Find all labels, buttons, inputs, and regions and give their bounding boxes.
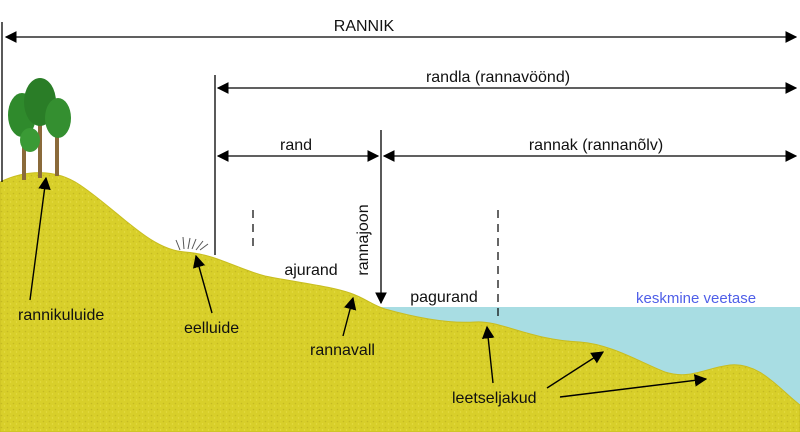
randla-label: randla (rannavöönd): [426, 69, 570, 86]
rannikuluide-arrow: [29, 176, 51, 301]
leetseljakud-arrow-3: [559, 374, 708, 398]
rannik-label: RANNIK: [334, 18, 395, 35]
rand-label: rand: [280, 137, 312, 154]
rannikuluide-label: rannikuluide: [18, 307, 104, 324]
rannak-label: rannak (rannanõlv): [529, 137, 663, 154]
leetseljakud-arrow-1: [481, 325, 495, 384]
rannajoon-label: rannajoon: [355, 204, 372, 275]
pagurand-label: pagurand: [410, 289, 478, 306]
eelluide-arrow: [192, 254, 213, 314]
leetseljakud-arrow-2: [546, 351, 605, 389]
ajurand-label: ajurand: [284, 262, 337, 279]
rannavall-label: rannavall: [310, 342, 375, 359]
pine-trees-icon: [8, 78, 71, 180]
leetseljakud-label: leetseljakud: [452, 390, 537, 407]
eelluide-label: eelluide: [184, 320, 239, 337]
land-profile: [0, 172, 800, 432]
rannavall-arrow: [342, 296, 357, 337]
keskmine-veetase-label: keskmine veetase: [636, 290, 756, 307]
grass-tuft-icon: [175, 236, 209, 251]
